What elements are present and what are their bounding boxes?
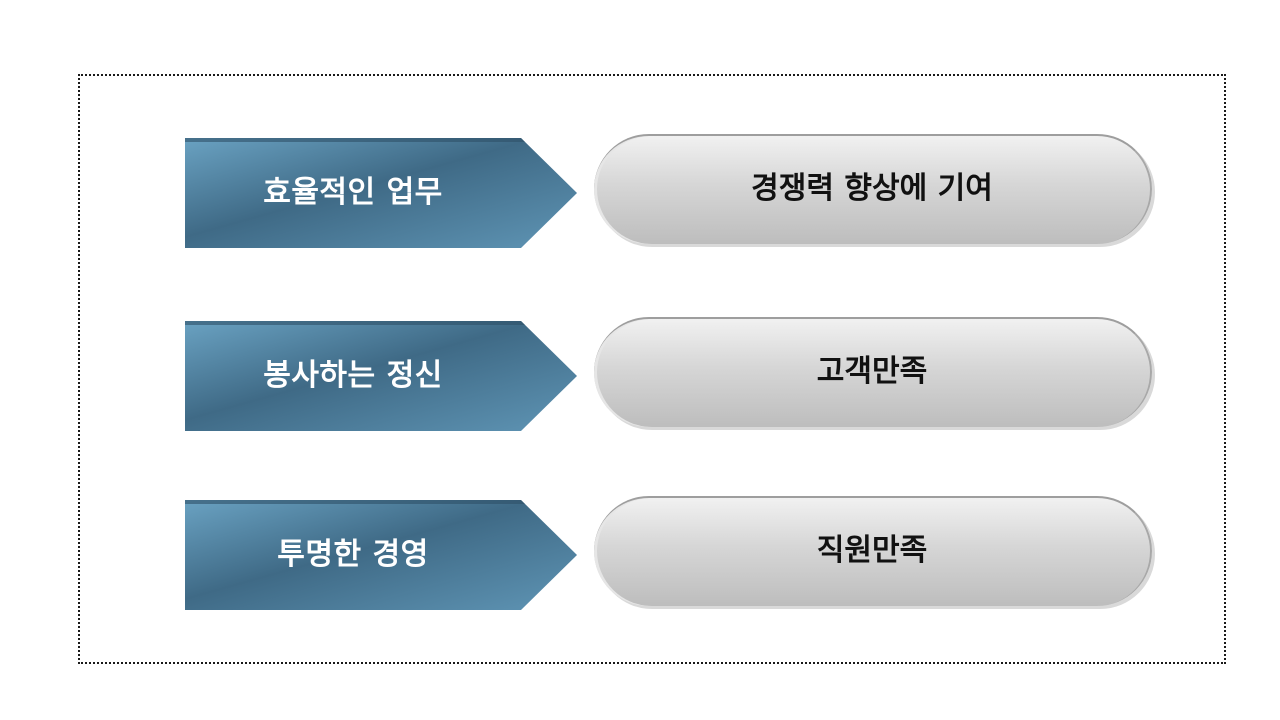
arrow-svg-2	[185, 321, 577, 431]
arrow-label-2: 봉사하는 정신	[263, 358, 443, 393]
pill-label-3: 직원만족	[816, 533, 928, 568]
arrow-shape-2: 봉사하는 정신	[185, 321, 577, 431]
row-1: 효율적인 업무 경쟁력 향상에 기여	[0, 134, 1280, 250]
arrow-label-1: 효율적인 업무	[263, 175, 443, 210]
arrow-label-3: 투명한 경영	[277, 537, 429, 572]
pill-label-1: 경쟁력 향상에 기여	[751, 171, 993, 206]
result-pill-3: 직원만족	[594, 496, 1152, 606]
result-pill-1: 경쟁력 향상에 기여	[594, 134, 1152, 244]
arrow-shape-3: 투명한 경영	[185, 500, 577, 610]
arrow-shape-1: 효율적인 업무	[185, 138, 577, 248]
result-pill-2: 고객만족	[594, 317, 1152, 427]
row-2: 봉사하는 정신 고객만족	[0, 317, 1280, 433]
pill-label-2: 고객만족	[816, 354, 928, 389]
arrow-svg-1	[185, 138, 577, 248]
row-3: 투명한 경영 직원만족	[0, 496, 1280, 612]
arrow-svg-3	[185, 500, 577, 610]
dotted-frame	[78, 74, 1226, 664]
